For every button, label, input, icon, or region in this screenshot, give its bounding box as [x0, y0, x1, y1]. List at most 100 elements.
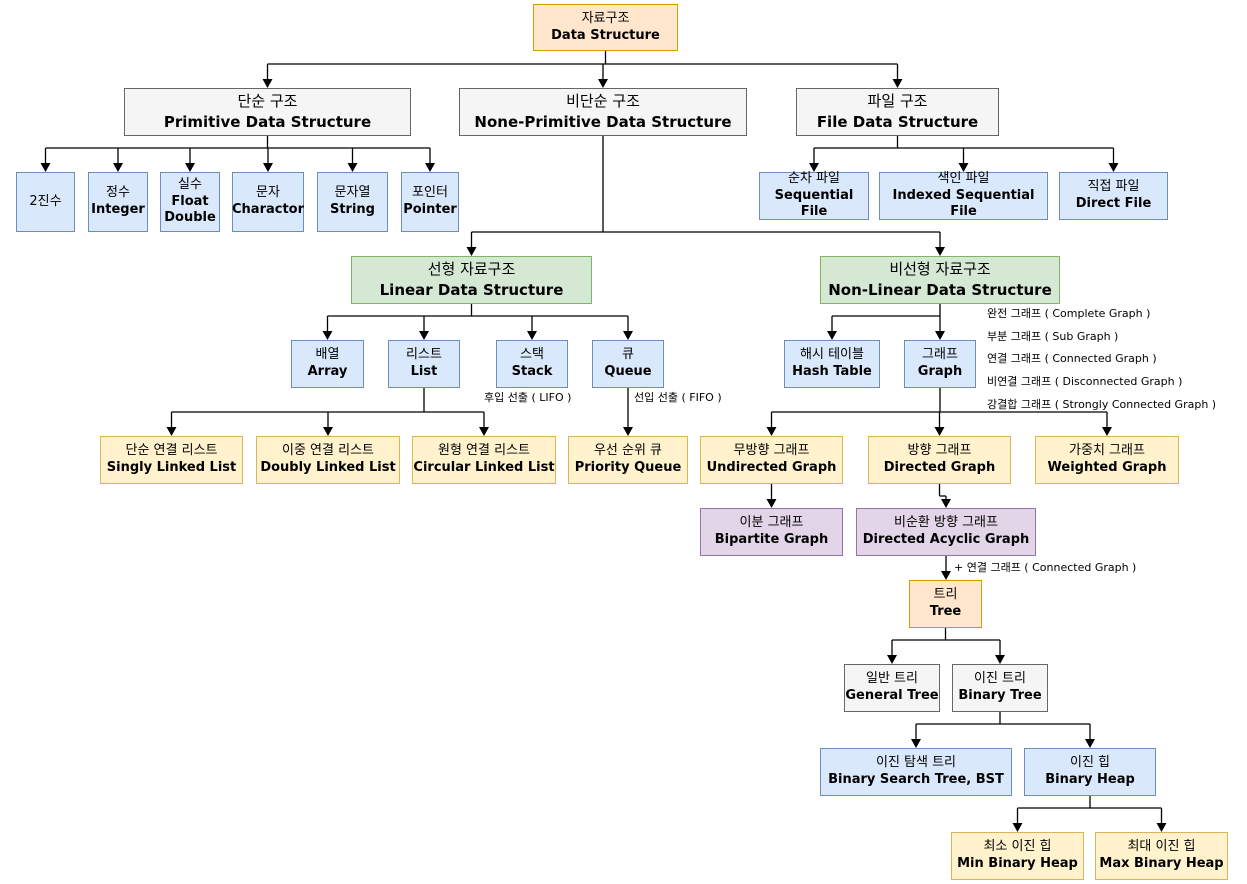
- arrowhead: [419, 331, 429, 340]
- node-label-korean: 이진 탐색 트리: [875, 755, 957, 771]
- node-label-english: Indexed Sequential File: [892, 187, 1035, 220]
- node-label-korean: 문자열: [334, 185, 371, 201]
- node-label-english: Stack: [511, 364, 553, 379]
- node-label-korean: 최대 이진 힙: [1127, 839, 1196, 855]
- node-label-korean: 선형 자료구조: [427, 260, 516, 278]
- node-label-korean: 이중 연결 리스트: [282, 443, 374, 459]
- node-label-korean: 비순환 방향 그래프: [894, 515, 998, 531]
- arrowhead: [466, 247, 477, 256]
- node-label-english: Min Binary Heap: [957, 856, 1078, 871]
- node-label-english: Circular Linked List: [413, 460, 555, 475]
- arrowhead: [598, 79, 608, 88]
- arrowhead: [113, 163, 123, 172]
- node-label-korean: 단순 구조: [237, 92, 298, 110]
- arrowhead: [941, 571, 951, 580]
- node-label-korean: 우선 순위 큐: [593, 443, 663, 459]
- node-label-english: Array: [307, 364, 348, 379]
- arrowhead: [623, 331, 633, 340]
- node-label-english: Direct File: [1075, 196, 1152, 211]
- arrowhead: [479, 427, 489, 436]
- node-label-english: Non-Linear Data Structure: [828, 281, 1052, 299]
- arrowhead: [1102, 427, 1112, 436]
- node-label-english: Bipartite Graph: [714, 532, 829, 547]
- node-label-korean: 정수: [106, 185, 130, 201]
- node-label-korean: 순차 파일: [788, 171, 840, 187]
- node-label-korean: 최소 이진 힙: [983, 839, 1052, 855]
- arrowhead: [809, 163, 819, 172]
- node-label-english: Linear Data Structure: [379, 281, 564, 299]
- arrowhead: [934, 427, 945, 436]
- arrowhead: [425, 163, 435, 172]
- node-label-korean: 이진 트리: [974, 671, 1026, 687]
- note-lifo: 후입 선출 ( LIFO ): [484, 391, 572, 404]
- node-label-korean: 자료구조: [581, 10, 630, 26]
- node-label-english: Weighted Graph: [1047, 460, 1167, 475]
- node-label-korean: 파일 구조: [867, 92, 928, 110]
- note-graph-type: 강결합 그래프 ( Strongly Connected Graph ): [987, 398, 1217, 411]
- node-label-english: Tree: [929, 604, 962, 619]
- node-label-english: Sequential File: [774, 187, 854, 220]
- arrowhead: [185, 163, 195, 172]
- arrowhead: [935, 331, 945, 340]
- node-label-english: Queue: [604, 364, 652, 379]
- arrowhead: [347, 163, 358, 172]
- arrowhead: [166, 427, 177, 436]
- node-label-korean: 배열: [315, 347, 340, 363]
- arrowhead: [263, 163, 273, 172]
- arrowhead: [527, 331, 537, 340]
- node-label-korean: 방향 그래프: [907, 443, 972, 459]
- node-label-english: Float: [171, 193, 209, 209]
- node-label-korean: 그래프: [922, 347, 958, 363]
- node-label-korean: 이분 그래프: [739, 515, 804, 531]
- node-label-english: Data Structure: [551, 27, 660, 43]
- node-label-korean: 비단순 구조: [566, 92, 640, 110]
- arrowhead: [766, 499, 777, 508]
- node-label-korean: 실수: [178, 177, 202, 193]
- node-label-english: Directed Acyclic Graph: [862, 532, 1030, 547]
- node-label-english: Integer: [91, 202, 145, 217]
- note-fifo: 선입 선출 ( FIFO ): [634, 391, 722, 404]
- node-label-english: Binary Tree: [958, 688, 1042, 703]
- node-label-english: Graph: [917, 364, 963, 379]
- arrowhead: [1012, 823, 1023, 832]
- node-label-english: Doubly Linked List: [260, 460, 396, 475]
- arrowhead: [911, 739, 921, 748]
- arrowhead: [262, 79, 273, 88]
- node-label-english: File Data Structure: [816, 113, 979, 131]
- node-label-english: Binary Search Tree, BST: [828, 772, 1004, 787]
- node-label-korean: 트리: [933, 587, 958, 603]
- arrowhead: [40, 163, 51, 172]
- node-label-korean: 해시 테이블: [800, 347, 864, 363]
- node-label-english: Singly Linked List: [106, 460, 237, 475]
